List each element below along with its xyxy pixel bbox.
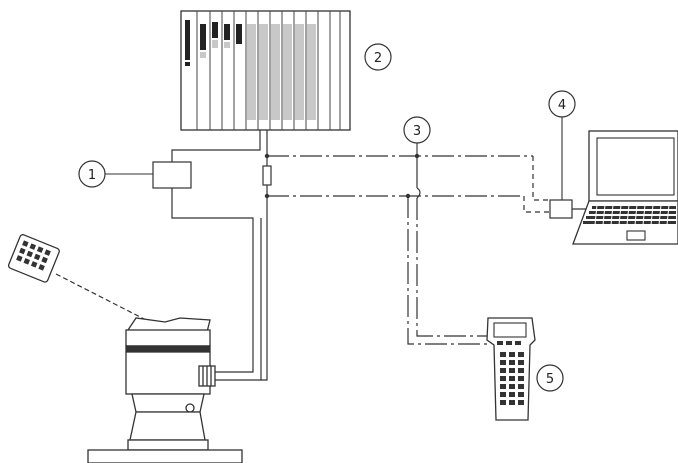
plc-rack bbox=[180, 10, 351, 131]
callout-4-label: 4 bbox=[558, 98, 566, 113]
handheld-communicator-icon bbox=[486, 317, 536, 421]
callout-leaders bbox=[105, 117, 563, 200]
callout-3: 3 bbox=[403, 116, 431, 144]
callout-4: 4 bbox=[548, 90, 576, 118]
laptop-icon bbox=[572, 130, 678, 245]
callout-5-label: 5 bbox=[546, 372, 554, 387]
callout-1-label: 1 bbox=[88, 168, 96, 183]
callout-1: 1 bbox=[78, 160, 106, 188]
callout-5: 5 bbox=[536, 364, 564, 392]
callout-2-label: 2 bbox=[374, 51, 382, 66]
handheld-branch-lines bbox=[407, 156, 488, 345]
power-supply-box bbox=[152, 161, 192, 189]
hart-signal-lines bbox=[267, 155, 550, 213]
loop-resistor bbox=[262, 165, 272, 186]
infrared-beam bbox=[55, 273, 151, 323]
infrared-programmer-icon bbox=[7, 234, 60, 283]
callout-2: 2 bbox=[364, 43, 392, 71]
radar-transmitter-icon bbox=[87, 317, 243, 463]
callout-3-label: 3 bbox=[413, 124, 421, 139]
loop-wiring bbox=[171, 130, 268, 381]
